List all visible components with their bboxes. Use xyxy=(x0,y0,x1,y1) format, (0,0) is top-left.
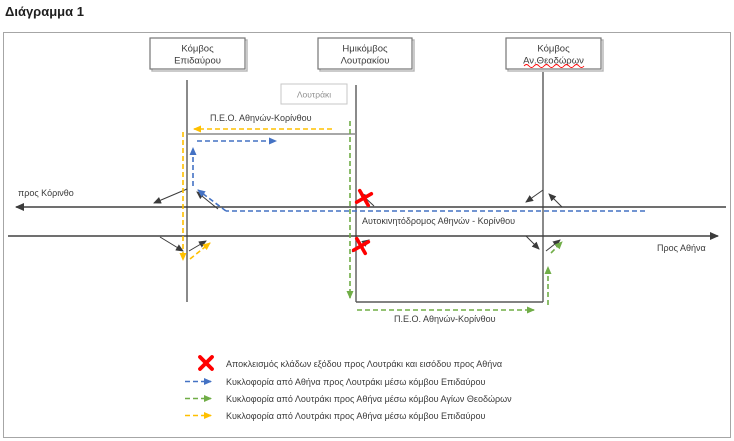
label-peo-top: Π.Ε.Ο. Αθηνών-Κορίνθου xyxy=(210,113,312,123)
ramp-epidavros-entry-top xyxy=(153,188,188,204)
label-motorway: Αυτοκινητόδρομος Αθηνών - Κορίνθου xyxy=(362,216,515,226)
ramp-epidavros-exit-bottom xyxy=(159,236,184,252)
node-box-loutraki-half: Ημικόμβος Λουτρακίου xyxy=(317,37,415,72)
blocked-x-icon xyxy=(198,355,214,371)
loutraki-town-box: Λουτράκι xyxy=(280,83,348,105)
route-yellow-loutraki-to-athens-epidavros xyxy=(179,125,332,261)
route-green-loutraki-to-athens-theodoroi xyxy=(346,121,563,314)
blocked-x-bottom xyxy=(351,236,371,256)
label-to-korinthos: προς Κόρινθο xyxy=(18,188,74,198)
legend-item-yellow: Κυκλοφορία από Λουτράκι προς Αθήνα μέσω … xyxy=(226,411,486,421)
node-epidavros-line1: Κόμβος xyxy=(181,44,214,55)
ramp-theodoroi-exit-top xyxy=(548,193,563,208)
loutraki-town-label: Λουτράκι xyxy=(297,90,331,100)
node-theodoroi-line1: Κόμβος xyxy=(537,44,570,55)
legend-item-blue: Κυκλοφορία από Αθήνα προς Λουτράκι μέσω … xyxy=(226,377,486,387)
node-box-epidavros: Κόμβος Επιδαύρου xyxy=(149,37,248,72)
route-yellow-entry-ramp xyxy=(189,242,211,260)
node-loutraki-line2: Λουτρακίου xyxy=(341,56,390,67)
legend-item-blocked: Αποκλεισμός κλάδων εξόδου προς Λουτράκι … xyxy=(226,359,502,369)
node-epidavros-line2: Επιδαύρου xyxy=(174,56,221,67)
road-motorway xyxy=(8,203,726,240)
ramp-theodoroi-exit-bottom xyxy=(525,235,540,250)
ramp-theodoroi-entry-top xyxy=(525,189,544,203)
node-theodoroi-line2: Αν.Θεοδώρων xyxy=(523,56,584,67)
legend-item-green: Κυκλοφορία από Λουτράκι προς Αθήνα μέσω … xyxy=(226,394,512,404)
page-title: Διάγραμμα 1 xyxy=(5,4,84,19)
label-to-athens: Προς Αθήνα xyxy=(657,243,706,253)
route-blue-athens-to-loutraki xyxy=(189,137,645,212)
legend: Αποκλεισμός κλάδων εξόδου προς Λουτράκι … xyxy=(185,355,512,421)
node-loutraki-line1: Ημικόμβος xyxy=(342,44,388,55)
blocked-x-top xyxy=(354,188,374,208)
label-peo-bottom: Π.Ε.Ο. Αθηνών-Κορίνθου xyxy=(394,314,496,324)
route-green-entry-ramp xyxy=(550,241,563,254)
spellcheck-squiggle xyxy=(523,64,585,68)
route-blue-exit-ramp xyxy=(197,189,227,212)
diagram-frame xyxy=(3,32,731,438)
node-box-theodoroi: Κόμβος Αν.Θεοδώρων xyxy=(505,37,604,72)
